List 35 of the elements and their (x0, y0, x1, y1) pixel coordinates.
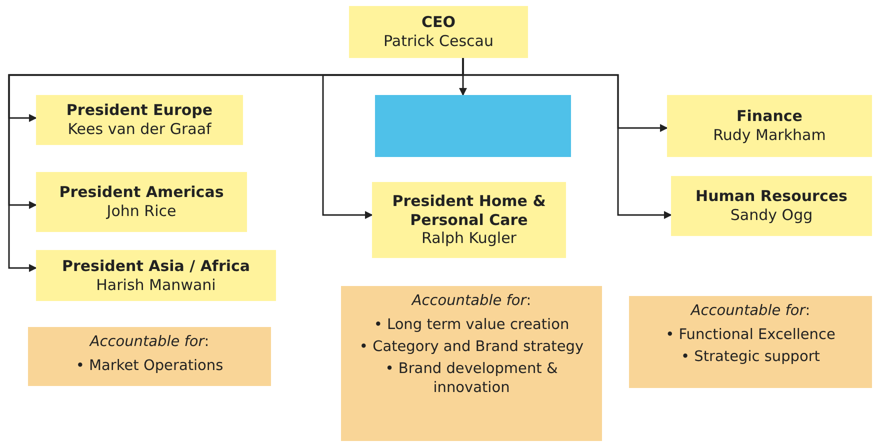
role-box (667, 95, 872, 157)
heading-text: Accountable for: (690, 302, 810, 320)
role-box (36, 172, 247, 232)
person-name: Patrick Cescau (384, 32, 494, 51)
role-title: Human Resources (696, 187, 848, 206)
bullet-item: • Long term value creation (372, 316, 570, 334)
person-name: Sandy Ogg (730, 206, 813, 225)
role-title: President Home & Personal Care (391, 192, 547, 230)
person-name: Harish Manwani (96, 276, 216, 294)
role-box (36, 250, 276, 301)
responsibility-box (341, 286, 602, 441)
person-name: Kees van der Graaf (68, 120, 212, 139)
heading-text: Accountable for: (90, 333, 210, 352)
role-title: President Americas (59, 183, 224, 202)
role-title: President Asia / Africa (62, 256, 250, 276)
role-box (375, 95, 571, 157)
bullet-item: • Brand development & innovation (384, 360, 559, 397)
responsibility-box (28, 327, 271, 386)
bullet-item: • Strategic support (680, 348, 821, 366)
responsibility-box (629, 296, 872, 388)
bullet-item: • Functional Excellence (666, 326, 836, 344)
role-box (372, 182, 566, 258)
role-title: President Europe (66, 101, 213, 120)
person-name: Ralph Kugler (422, 229, 516, 248)
bullet-item: • Market Operations (76, 357, 224, 376)
role-box (349, 6, 528, 58)
person-name: John Rice (106, 202, 176, 221)
connector-arrow (462, 58, 672, 219)
role-box (671, 176, 872, 236)
role-title: CEO (421, 13, 456, 32)
role-box (36, 95, 243, 145)
bullet-item: • Category and Brand strategy (358, 338, 585, 356)
heading-text: Accountable for: (412, 292, 532, 310)
role-title: Finance (736, 107, 802, 126)
person-name: Rudy Markham (713, 126, 826, 145)
